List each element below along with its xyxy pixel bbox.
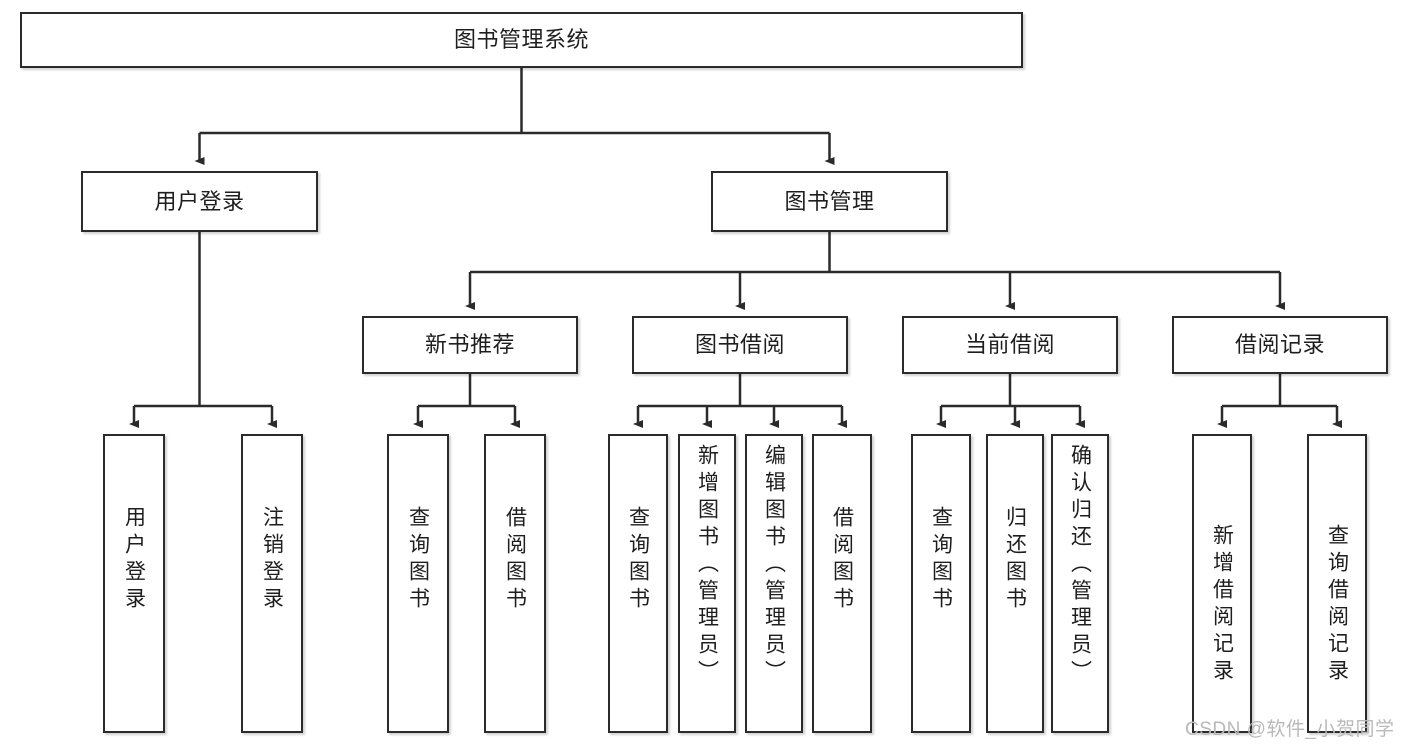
- node-leaf-edit-book-admin[interactable]: 编辑图书（管理员）: [745, 434, 803, 733]
- node-leaf-confirm-return-admin[interactable]: 确认归还（管理员）: [1051, 434, 1109, 733]
- node-borrow-record[interactable]: 借阅记录: [1172, 316, 1388, 374]
- node-label: 新增借阅记录: [1210, 524, 1234, 686]
- node-label: 图书管理系统: [453, 27, 589, 53]
- node-label: 图书借阅: [694, 332, 785, 358]
- node-label: 归还图书: [1003, 506, 1027, 614]
- node-leaf-user-logout[interactable]: 注销登录: [241, 434, 303, 733]
- node-book-management[interactable]: 图书管理: [711, 171, 948, 232]
- node-label: 新增图书（管理员）: [695, 444, 719, 687]
- node-leaf-borrow-book-rec[interactable]: 借阅图书: [484, 434, 546, 733]
- node-label: 确认归还（管理员）: [1068, 444, 1092, 687]
- node-label: 注销登录: [260, 506, 284, 614]
- node-label: 用户登录: [122, 506, 146, 614]
- node-leaf-borrow-book[interactable]: 借阅图书: [812, 434, 872, 733]
- node-leaf-add-borrow-record[interactable]: 新增借阅记录: [1192, 434, 1252, 733]
- node-new-book-recommend[interactable]: 新书推荐: [362, 316, 578, 374]
- node-label: 当前借阅: [964, 332, 1055, 358]
- watermark-label: CSDN @软件_小贺同学: [1185, 719, 1395, 740]
- node-leaf-add-book-admin[interactable]: 新增图书（管理员）: [678, 434, 736, 733]
- node-book-borrow[interactable]: 图书借阅: [632, 316, 848, 374]
- node-label: 新书推荐: [424, 332, 515, 358]
- node-leaf-query-book-rec[interactable]: 查询图书: [387, 434, 449, 733]
- node-label: 查询图书: [929, 506, 953, 614]
- node-label: 借阅图书: [830, 506, 854, 614]
- node-label: 查询借阅记录: [1325, 524, 1349, 686]
- node-label: 查询图书: [406, 506, 430, 614]
- node-label: 查询图书: [626, 506, 650, 614]
- node-user-login[interactable]: 用户登录: [81, 171, 318, 232]
- node-root[interactable]: 图书管理系统: [20, 12, 1023, 68]
- node-leaf-return-book[interactable]: 归还图书: [986, 434, 1044, 733]
- node-label: 借阅记录: [1234, 332, 1325, 358]
- node-leaf-query-book-borrow[interactable]: 查询图书: [608, 434, 668, 733]
- node-label: 编辑图书（管理员）: [762, 444, 786, 687]
- node-label: 图书管理: [784, 188, 875, 214]
- node-leaf-query-book-cur[interactable]: 查询图书: [911, 434, 971, 733]
- node-label: 借阅图书: [503, 506, 527, 614]
- node-label: 用户登录: [154, 188, 245, 214]
- node-leaf-user-login[interactable]: 用户登录: [103, 434, 165, 733]
- node-leaf-query-borrow-record[interactable]: 查询借阅记录: [1307, 434, 1367, 733]
- node-current-borrow[interactable]: 当前借阅: [902, 316, 1118, 374]
